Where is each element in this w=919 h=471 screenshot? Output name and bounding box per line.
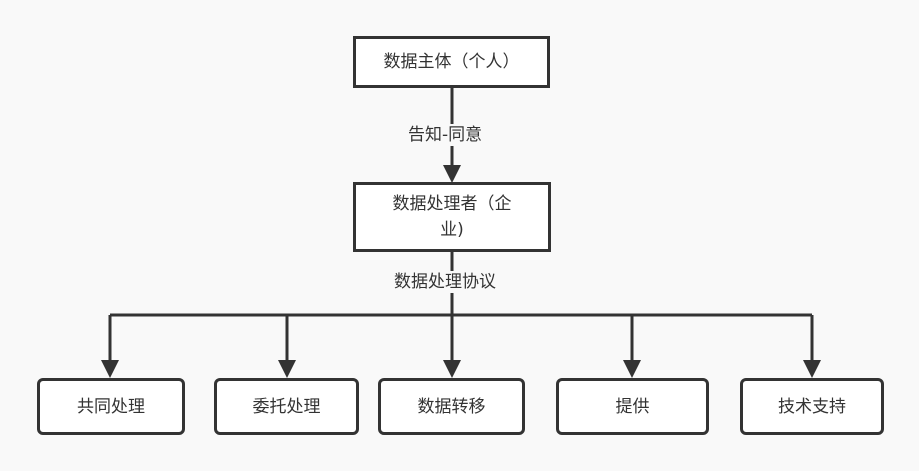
arrowhead-middle [443, 165, 461, 183]
node-data-processor-label-line1: 数据处理者（企 [392, 194, 512, 214]
leaf-technical-support-label: 技术支持 [778, 396, 846, 417]
edge-label-notice-consent: 告知-同意 [407, 124, 484, 146]
node-data-processor[interactable]: 数据处理者（企 业) [353, 182, 551, 252]
node-data-subject-label: 数据主体（个人） [383, 52, 520, 72]
arrowhead-leaf-3 [443, 360, 461, 378]
leaf-provision-label: 提供 [615, 396, 650, 417]
leaf-entrusted-processing-label: 委托处理 [252, 396, 321, 417]
edge-label-processing-agreement: 数据处理协议 [393, 271, 497, 293]
node-data-subject[interactable]: 数据主体（个人） [353, 36, 550, 88]
node-data-processor-label-line2: 业) [440, 220, 464, 240]
leaf-technical-support[interactable]: 技术支持 [740, 378, 884, 435]
leaf-provision[interactable]: 提供 [556, 378, 709, 435]
arrowhead-leaf-2 [278, 360, 296, 378]
leaf-data-transfer-label: 数据转移 [417, 396, 486, 417]
leaf-joint-processing[interactable]: 共同处理 [37, 378, 185, 435]
arrowhead-leaf-1 [101, 360, 119, 378]
connector-middle-to-leaves [101, 251, 821, 378]
leaf-joint-processing-label: 共同处理 [77, 396, 145, 417]
arrowhead-leaf-4 [623, 360, 641, 378]
leaf-entrusted-processing[interactable]: 委托处理 [214, 378, 359, 435]
arrowhead-leaf-5 [803, 360, 821, 378]
leaf-data-transfer[interactable]: 数据转移 [378, 378, 525, 435]
